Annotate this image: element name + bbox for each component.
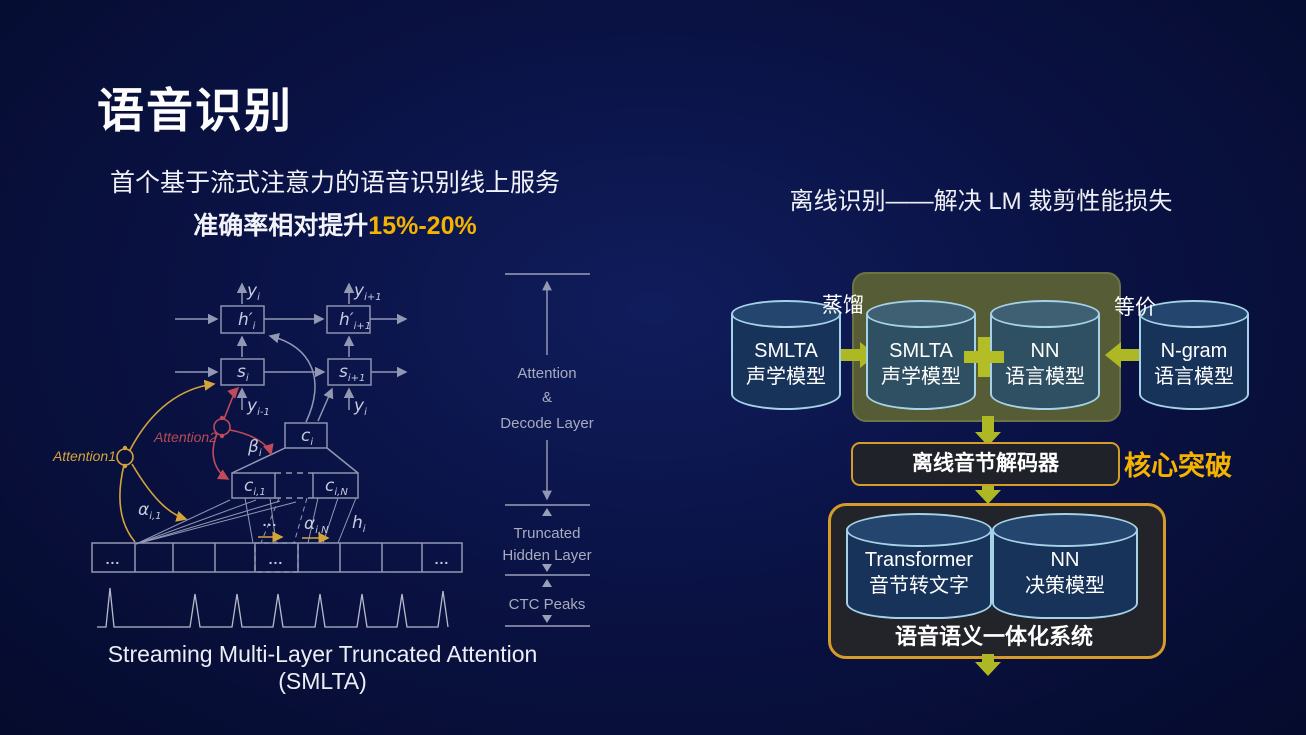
cylinder-top <box>731 300 841 328</box>
cylinder-label-line2: 决策模型 <box>1025 575 1105 597</box>
label-y-i-out: yi <box>246 281 260 303</box>
node-c-iN: ci,N <box>325 476 348 498</box>
page-title: 语音识别 <box>97 84 293 137</box>
cylinder-label-line2: 声学模型 <box>881 366 961 388</box>
offline-syllable-decoder-box: 离线音节解码器 <box>851 442 1120 486</box>
plus-icon <box>978 337 990 377</box>
node-h-i1: h′i+1 <box>339 310 371 332</box>
smlta-diagram: Attention & Decode Layer Truncated Hidde… <box>52 273 594 628</box>
cylinder-top <box>846 513 992 547</box>
cylinder-label-line1: N-gram <box>1160 340 1228 362</box>
cylinder-transformer-s2t: Transformer 音节转文字 <box>846 513 992 619</box>
layer-label-attention: Attention <box>517 365 576 382</box>
node-h-i: h′i <box>238 310 256 332</box>
smlta-caption: Streaming Multi-Layer Truncated Attentio… <box>107 641 538 694</box>
node-s-i1: si+1 <box>339 362 365 384</box>
label-alpha-iN: αi,N <box>304 514 329 536</box>
label-y-i-in: yi <box>353 396 367 418</box>
cylinder-label-line2: 语言模型 <box>1154 366 1234 388</box>
accuracy-line: 准确率相对提升15%-20% <box>85 206 585 242</box>
cylinder-top <box>1139 300 1249 328</box>
encoder-frames <box>91 542 463 573</box>
accuracy-value: 15%-20% <box>368 212 477 240</box>
layer-label-decode: Decode Layer <box>500 415 593 432</box>
attention2-curves <box>212 386 274 480</box>
label-alpha-i1: αi,1 <box>138 500 162 522</box>
unified-system-label: 语音语义一体化系统 <box>894 624 1093 649</box>
layer-label-truncated: Truncated <box>514 525 581 542</box>
cylinder-label-line1: SMLTA <box>889 340 953 362</box>
layer-label-amp: & <box>542 389 552 406</box>
cylinder-label-line1: Transformer <box>864 549 974 571</box>
accuracy-prefix: 准确率相对提升 <box>193 212 369 240</box>
layer-label-ctc: CTC Peaks <box>509 596 586 613</box>
label-beta-i: βi <box>247 437 262 459</box>
cylinder-nn-language-model: NN 语言模型 <box>990 300 1100 410</box>
cylinder-label-line2: 音节转文字 <box>869 575 969 597</box>
flow-arrow-down-2 <box>975 482 1001 504</box>
core-breakthrough-label: 核心突破 <box>1124 451 1232 481</box>
diagram-boxes <box>220 305 372 499</box>
label-y-im1-in: yi-1 <box>246 396 270 418</box>
flow-arrow-down-1 <box>975 416 1001 446</box>
cylinder-top <box>990 300 1100 328</box>
frames-ellipsis-right: ... <box>435 551 450 567</box>
alpha-ellipsis: ... <box>263 513 278 529</box>
cylinder-label-line2: 语言模型 <box>1005 366 1085 388</box>
node-c-i1: ci,1 <box>244 476 266 498</box>
cylinder-body <box>731 314 841 410</box>
frames-ellipsis-left: ... <box>106 551 121 567</box>
cylinder-top <box>992 513 1138 547</box>
cylinder-label-line1: NN <box>1050 549 1080 571</box>
right-heading: 离线识别——解决 LM 裁剪性能损失 <box>789 188 1173 215</box>
cylinder-label-line2: 声学模型 <box>746 366 826 388</box>
cylinder-top <box>866 300 976 328</box>
left-subtitle: 首个基于流式注意力的语音识别线上服务 <box>109 169 560 197</box>
cylinder-smlta-acoustic-distilled: SMLTA 声学模型 <box>866 300 976 410</box>
label-attention1: Attention1 <box>52 448 116 464</box>
attention1-curves <box>116 379 330 544</box>
equivalent-label: 等价 <box>1114 296 1156 319</box>
ctc-spike-train <box>97 587 449 628</box>
cylinder-label-line1: SMLTA <box>754 340 818 362</box>
flow-arrow-down-3 <box>975 654 1001 676</box>
cylinder-body <box>1139 314 1249 410</box>
frames-ellipsis-mid: ... <box>269 551 284 567</box>
node-s-i: si <box>237 362 249 384</box>
diagram-lines <box>135 282 408 545</box>
cylinder-ngram-language-model: N-gram 语言模型 <box>1139 300 1249 410</box>
layer-label-hidden: Hidden Layer <box>502 547 591 564</box>
cylinder-nn-decision-model: NN 决策模型 <box>992 513 1138 619</box>
layer-scale <box>505 273 590 627</box>
label-attention2: Attention2 <box>153 429 217 445</box>
label-h-feat: hi <box>352 513 366 535</box>
label-y-i1-out: yi+1 <box>353 281 382 303</box>
cylinder-label-line1: NN <box>1030 340 1060 362</box>
distill-label: 蒸馏 <box>822 294 864 317</box>
node-c-i: ci <box>301 426 313 448</box>
cylinder-smlta-acoustic-src: SMLTA 声学模型 <box>731 300 841 410</box>
